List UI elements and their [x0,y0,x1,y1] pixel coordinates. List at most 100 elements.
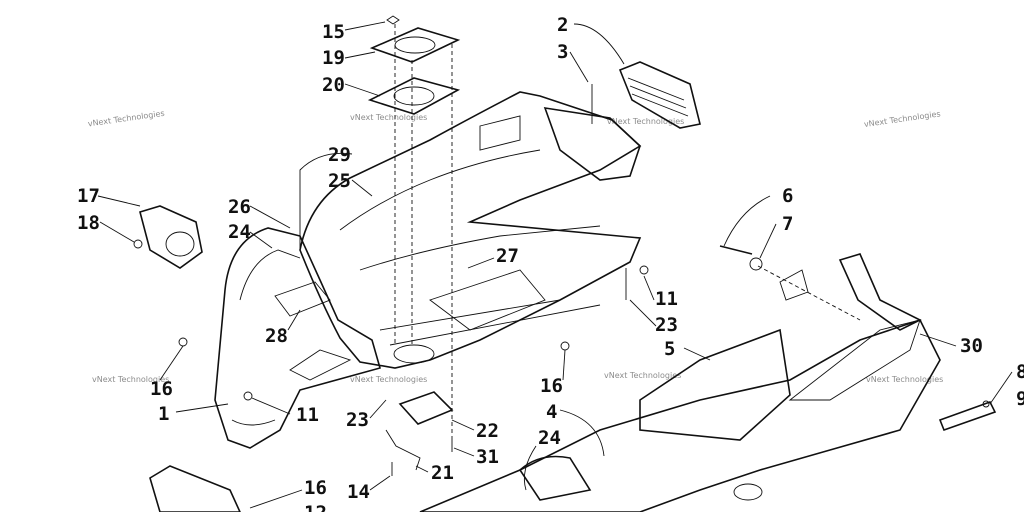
callout-30: 30 [960,335,983,357]
callout-17: 17 [77,185,100,207]
callout-20: 20 [322,74,345,96]
leader [415,465,429,473]
pan-contour [339,149,541,231]
watermark: vNext Technologies [87,109,165,129]
console-housing [543,107,641,181]
leader [451,419,475,431]
lower-hardware [178,265,990,476]
leader [249,489,303,509]
boot-17 [133,205,203,269]
chassis-hole [733,483,763,501]
callout-1: 1 [158,403,169,425]
bolt-11 [639,265,649,275]
callout-16: 16 [540,375,563,397]
leader [249,231,273,249]
plate-19-hole [394,36,436,54]
leader [643,275,655,301]
callout-9: 9 [1016,388,1024,410]
boot [139,205,203,269]
leader [251,397,291,415]
callout-3: 3 [557,41,568,63]
callout-28: 28 [265,325,288,347]
pan-recess [429,269,546,331]
callout-21: 21 [431,462,454,484]
callout-26: 26 [228,196,251,218]
callout-6: 6 [782,185,793,207]
vent-slats [627,77,689,117]
left-side-panel [214,227,381,449]
callout-labels: 15 19 20 2 3 29 25 17 18 26 24 27 6 7 11… [77,14,1024,512]
stripe-30 [788,319,921,401]
watermark: vNext Technologies [92,375,169,384]
callout-2: 2 [557,14,568,36]
leader [629,299,657,327]
leader [723,195,771,247]
callout-23: 23 [655,314,678,336]
leader [99,221,135,243]
leader [562,349,566,381]
callout-7: 7 [782,213,793,235]
leader [159,345,184,381]
callout-27: 27 [496,245,519,267]
leader [453,447,475,457]
bolt-6 [719,245,753,255]
leader [369,399,387,419]
leader [573,23,625,65]
boot-opening [165,231,195,257]
callout-18: 18 [77,212,100,234]
washer-7 [749,257,763,271]
screw-9 [982,400,990,408]
callout-24: 24 [228,221,251,243]
screw-16 [178,337,188,347]
body-pan [299,91,642,369]
vent-2 [618,61,701,129]
leader [569,51,589,83]
watermark: vNext Technologies [350,113,427,122]
callout-31: 31 [476,446,499,468]
callout-11: 11 [655,288,678,310]
leader [989,371,1013,405]
leader-lines [97,21,1013,509]
watermark: vNext Technologies [604,371,681,380]
gasket-plates [367,15,461,440]
leader [759,223,777,259]
watermark: vNext Technologies [607,117,684,126]
leader [344,51,376,59]
leader [344,21,386,31]
foam-5 [639,328,791,441]
callout-16: 16 [150,378,173,400]
screw-18 [133,239,143,249]
mount-disc [779,269,809,301]
callout-16: 16 [304,477,327,499]
leader [97,195,141,207]
plate-20 [367,77,461,115]
chassis-scoop [518,455,592,501]
plate-19 [369,27,461,63]
callout-14: 14 [347,481,370,503]
leader [467,257,495,269]
bracket-21 [385,429,421,471]
callout-8: 8 [1016,361,1024,383]
leader [683,347,711,361]
callout-19: 19 [322,47,345,69]
leader [299,152,353,250]
watermark: vNext Technologies [866,375,943,384]
callout-29: 29 [328,144,351,166]
leader [559,409,605,457]
leader [344,83,381,97]
console-vent [543,61,701,181]
watermark: vNext Technologies [350,375,427,384]
floor-pan [299,91,642,369]
leader [369,475,391,491]
pan-contour [359,225,601,271]
side-panel-1 [214,227,381,449]
panel-contour [239,249,301,301]
chassis-4 [419,319,941,512]
watermark: vNext Technologies [863,109,941,129]
bolt-set [719,245,861,321]
vent-28 [274,281,331,317]
plate-22 [398,391,454,425]
alignment-line [757,265,861,321]
